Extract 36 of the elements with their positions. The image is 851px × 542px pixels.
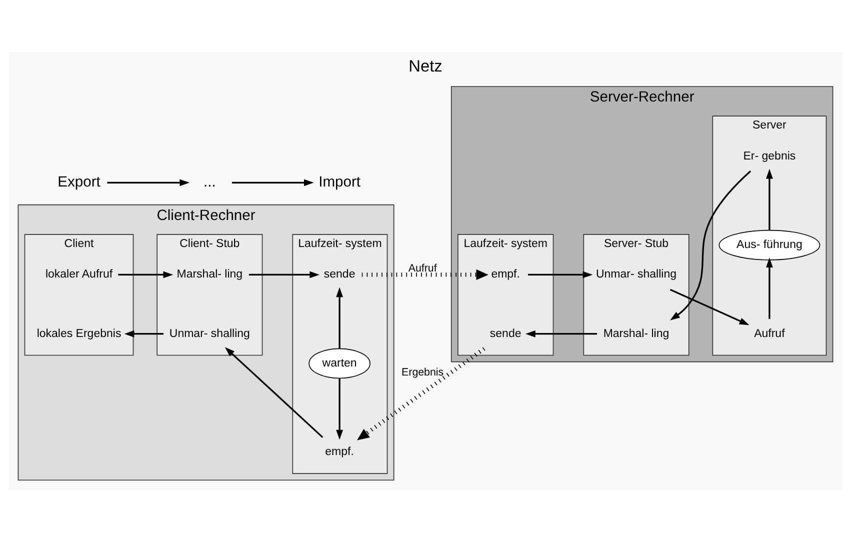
node-text: Marshal- ling xyxy=(176,268,243,281)
edge-label: Aufruf xyxy=(408,262,437,275)
arrow xyxy=(526,330,598,338)
node-ellipse: Aus- führung xyxy=(718,230,820,260)
arrow xyxy=(766,168,773,230)
node-text: sende xyxy=(324,268,356,281)
node-text: lokaler Aufruf xyxy=(45,268,113,281)
node-text: sende xyxy=(490,328,522,340)
node-text: Unmar- shalling xyxy=(169,328,250,340)
arrow xyxy=(107,179,190,186)
node-text: empf. xyxy=(325,446,354,458)
node-text: Marshal- ling xyxy=(603,328,670,340)
node-text: Export xyxy=(58,174,100,190)
node-text: Import xyxy=(318,174,360,190)
node-text: ... xyxy=(204,174,216,190)
arrow xyxy=(766,258,773,319)
node-ellipse: warten xyxy=(308,348,370,379)
arrow xyxy=(224,347,324,438)
node-text: Unmar- shalling xyxy=(596,268,677,281)
arrow xyxy=(124,330,164,338)
arrow xyxy=(336,378,344,440)
arrow xyxy=(362,269,488,280)
node-text: Aufruf xyxy=(754,328,785,340)
arrow xyxy=(357,347,486,440)
arrow xyxy=(670,170,752,320)
node-text: lokales Ergebnis xyxy=(36,328,122,340)
arrow xyxy=(336,287,344,349)
arrow xyxy=(670,288,750,326)
arrow xyxy=(528,271,593,278)
node-text: Er- gebnis xyxy=(743,150,796,162)
arrow xyxy=(232,179,314,186)
edge-label: Ergebnis xyxy=(402,366,444,378)
diagram-title: Netz xyxy=(408,58,442,76)
arrow xyxy=(118,271,174,278)
arrow xyxy=(248,271,320,278)
node-text: empf. xyxy=(491,268,520,281)
